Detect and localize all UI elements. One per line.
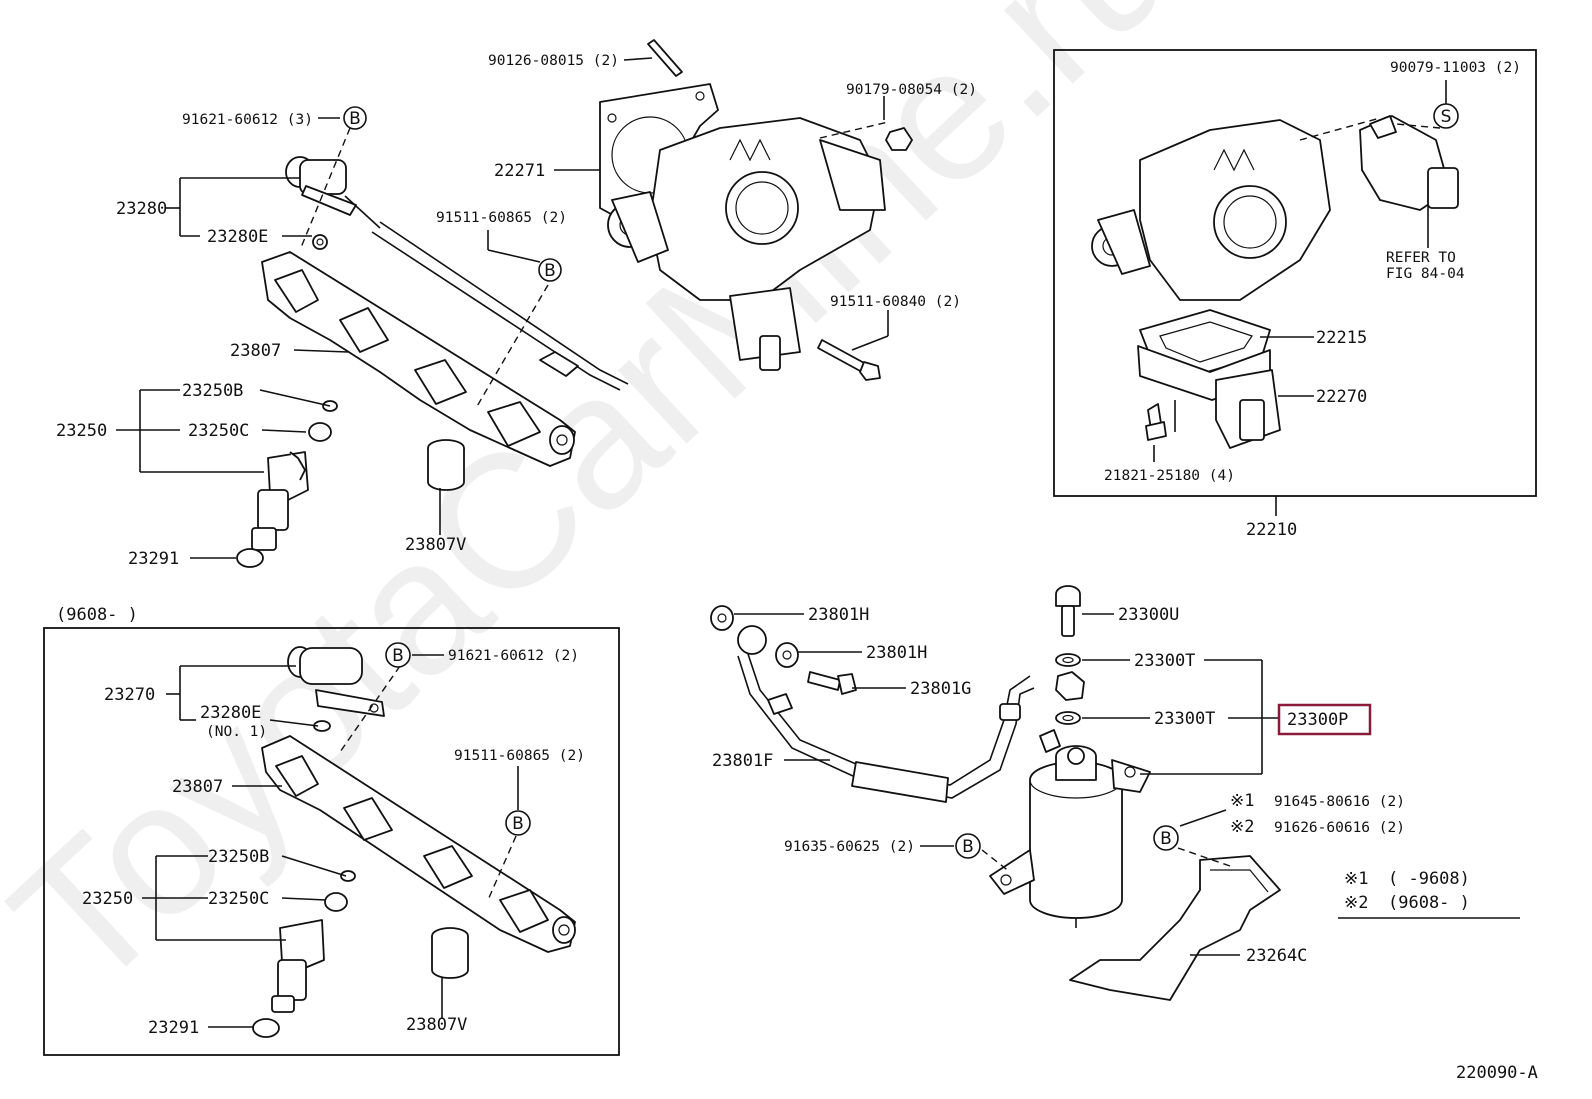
label-91511-60865-2b: 91511-60865 (2) [454, 748, 585, 764]
legend-mark-2: ※2 [1344, 893, 1368, 913]
throttle-assembly-labels: 90079-11003 (2) S REFER TO FIG 84-04 222… [1104, 60, 1521, 540]
fuel-pipe [379, 221, 629, 385]
label-23801h-2: 23801H [866, 643, 927, 663]
label-23264c: 23264C [1246, 946, 1307, 966]
legend-range-1: ( -9608) [1388, 869, 1470, 889]
throttle-labels: 90126-08015 (2) 90179-08054 (2) 22271 91… [488, 53, 977, 310]
label-23300t-2: 23300T [1154, 709, 1215, 729]
legend-mark-1: ※1 [1344, 869, 1368, 889]
label-23807v: 23807V [405, 535, 466, 555]
label-91621-60612-3: 91621-60612 (3) [182, 112, 313, 128]
label-90126-08015: 90126-08015 (2) [488, 53, 619, 69]
fuel-rail-part [261, 251, 576, 467]
bubble-b-icon [1153, 825, 1179, 851]
label-23250: 23250 [56, 421, 107, 441]
label-91626-60616: 91626-60616 (2) [1274, 820, 1405, 836]
period-label: (9608- ) [56, 605, 138, 625]
fuel-rail-labels-top: 91621-60612 (3) B 23280 23280E 91511-608… [56, 106, 567, 569]
bubble-b-letter: B [1160, 829, 1172, 849]
label-23250b: 23250B [182, 381, 243, 401]
label-23801h-1: 23801H [808, 605, 869, 625]
bubble-b-letter: B [512, 814, 524, 834]
label-no1: (NO. 1) [206, 724, 267, 740]
bubble-b-letter: B [349, 109, 361, 129]
legend-range-2: (9608- ) [1388, 893, 1470, 913]
label-23807: 23807 [230, 341, 281, 361]
bubble-b-letter: B [544, 261, 556, 281]
label-22271: 22271 [494, 161, 545, 181]
insulator-part-top [427, 439, 465, 491]
label-23291: 23291 [128, 549, 179, 569]
label-90179-08054: 90179-08054 (2) [846, 82, 977, 98]
mark-2-symbol: ※2 [1230, 817, 1254, 837]
figure-code: 220090-A [1456, 1063, 1538, 1083]
bubble-b-icon [385, 642, 411, 668]
label-91635-60625: 91635-60625 (2) [784, 839, 915, 855]
label-23291-b: 23291 [148, 1018, 199, 1038]
bracket-part [1069, 855, 1281, 1001]
label-23801f: 23801F [712, 751, 773, 771]
bubble-s-icon [1433, 103, 1459, 129]
refer-to-line2: FIG 84-04 [1386, 266, 1465, 282]
bubble-b-letter: B [962, 837, 974, 857]
tps-sensor-part [729, 287, 801, 361]
label-91621-60612-2: 91621-60612 (2) [448, 648, 579, 664]
label-22215: 22215 [1316, 328, 1367, 348]
bubble-b-icon [505, 810, 531, 836]
label-91645-80616: 91645-80616 (2) [1274, 794, 1405, 810]
label-23250-b: 23250 [82, 889, 133, 909]
fuel-filter-part [1029, 761, 1123, 919]
label-22270: 22270 [1316, 387, 1367, 407]
refer-to-line1: REFER TO [1386, 250, 1456, 266]
bubble-b-icon [343, 106, 367, 130]
fuel-filter-labels: 23801H 23801H 23801G 23801F 23300U 23300… [712, 605, 1470, 966]
stud-part [647, 39, 683, 77]
bubble-b-icon [955, 833, 981, 859]
label-23300u: 23300U [1118, 605, 1179, 625]
bubble-b-icon [538, 258, 562, 282]
bubble-b-letter: B [392, 646, 404, 666]
fuel-rail-box-9608 [43, 627, 620, 1056]
label-23250b-b: 23250B [208, 847, 269, 867]
label-23280e: 23280E [207, 227, 268, 247]
label-23300p[interactable]: 23300P [1287, 710, 1348, 730]
fuel-rail-box-labels: (9608- ) 23270 23280E (NO. 1) B 91621-60… [56, 605, 585, 1038]
label-22210: 22210 [1246, 520, 1297, 540]
fuel-rail-group-top [116, 117, 629, 568]
label-23801g: 23801G [910, 679, 971, 699]
label-91511-60865-2: 91511-60865 (2) [436, 210, 567, 226]
injector-part-top [236, 451, 309, 568]
label-23270: 23270 [104, 685, 155, 705]
bubble-s-letter: S [1441, 107, 1452, 127]
throttle-assembly-box [1053, 49, 1537, 516]
highlight-box-23300p [1277, 703, 1372, 736]
label-23280: 23280 [116, 199, 167, 219]
pressure-sensor-part [285, 156, 381, 250]
label-23250c: 23250C [188, 421, 249, 441]
label-91511-60840: 91511-60840 (2) [830, 294, 961, 310]
nut-part [885, 127, 913, 151]
throttle-body-group [554, 39, 913, 381]
label-23280e-no1: 23280E [200, 703, 261, 723]
label-23807b: 23807 [172, 777, 223, 797]
mark-1-symbol: ※1 [1230, 791, 1254, 811]
label-23300t-1: 23300T [1134, 651, 1195, 671]
label-23250c-b: 23250C [208, 889, 269, 909]
label-90079-11003: 90079-11003 (2) [1390, 60, 1521, 76]
fuel-filter-group [710, 585, 1520, 1001]
label-23807v-b: 23807V [406, 1015, 467, 1035]
label-21821-25180: 21821-25180 (4) [1104, 468, 1235, 484]
